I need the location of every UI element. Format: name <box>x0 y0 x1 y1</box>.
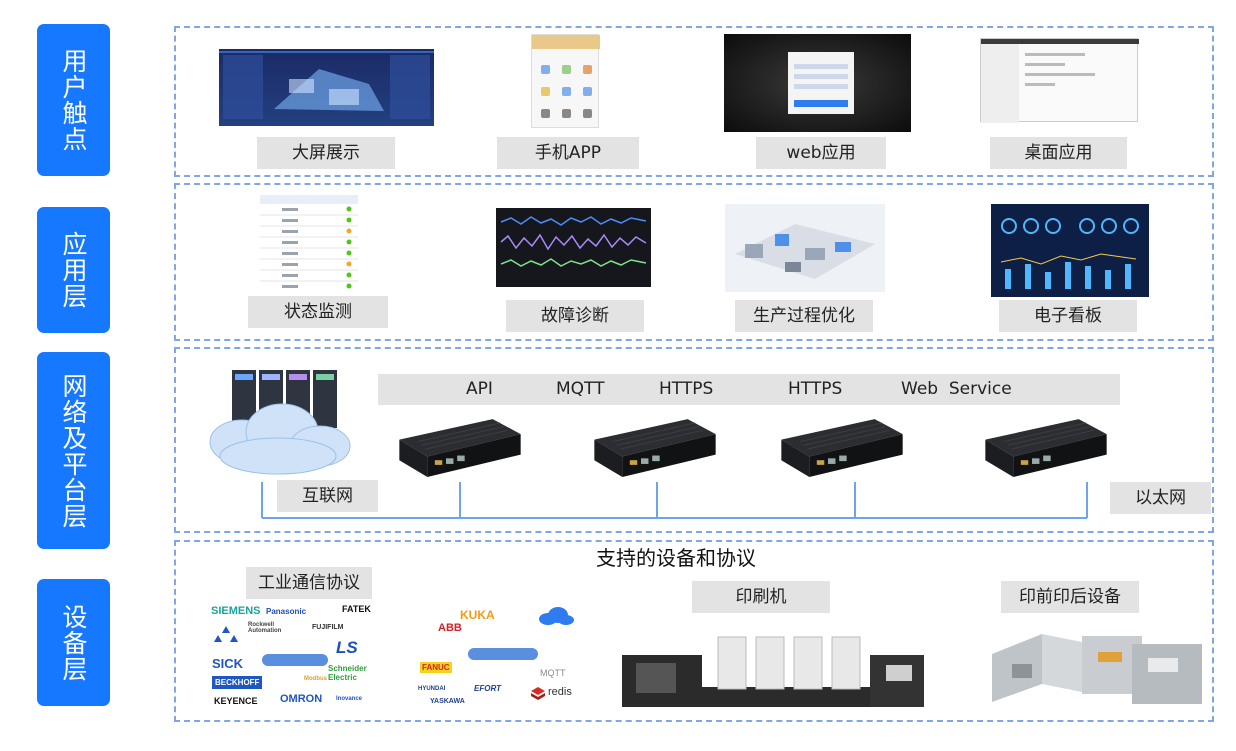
layer-tag-device: 设备层 <box>37 579 110 706</box>
mitsubishi-icon <box>214 626 238 642</box>
prepress-equipment-image <box>982 614 1212 712</box>
logo-fanuc: FANUC <box>420 662 452 673</box>
protocol-web-service: Web Service <box>901 379 1012 399</box>
logo-sick: SICK <box>212 656 244 671</box>
logo-inovance: Inovance <box>336 696 363 702</box>
fault-chart-image <box>496 208 651 287</box>
brand-logos-right: KUKA ABB FANUC HYUNDAI EFORT YASKAWA MQT… <box>412 600 584 712</box>
status-monitor-label: 状态监测 <box>248 296 388 328</box>
brand-logos-left: SIEMENS Panasonic FATEK Rockwell Automat… <box>208 600 380 712</box>
e-board-label: 电子看板 <box>999 300 1137 332</box>
protocol-hub-left <box>262 654 328 666</box>
layer-tag-user: 用户触点 <box>37 24 110 176</box>
protocol-api: API <box>466 379 493 399</box>
mobile-app-image <box>531 34 600 128</box>
bigscreen-label: 大屏展示 <box>257 137 395 169</box>
press-label: 印刷机 <box>692 581 830 613</box>
layer-tag-network: 网络及平台层 <box>37 352 110 549</box>
logo-ls: LS <box>336 638 358 657</box>
mobile-app-label: 手机APP <box>497 137 639 169</box>
edge-gateway-3 <box>780 418 904 478</box>
logo-keyence: KEYENCE <box>214 696 258 706</box>
process-image <box>725 204 885 292</box>
status-table-image <box>260 195 358 291</box>
logo-efort: EFORT <box>474 684 501 693</box>
ethernet-label: 以太网 <box>1110 482 1211 514</box>
logo-panasonic: Panasonic <box>266 607 307 616</box>
app-panel <box>174 183 1214 341</box>
edge-gateway-4 <box>984 418 1108 478</box>
edge-gateway-1 <box>398 418 522 478</box>
layer-tag-app: 应用层 <box>37 207 110 333</box>
edge-gateway-2 <box>593 418 717 478</box>
protocol-https-1: HTTPS <box>659 379 714 399</box>
web-app-image <box>724 34 911 132</box>
logo-kuka: KUKA <box>460 608 495 622</box>
protocol-https-2: HTTPS <box>788 379 843 399</box>
logo-mqtt: MQTT <box>540 668 566 678</box>
logo-rockwell: Rockwell Automation <box>248 622 282 634</box>
logo-abb: ABB <box>438 622 462 634</box>
process-optimize-label: 生产过程优化 <box>735 300 873 332</box>
redis-icon <box>531 687 545 700</box>
printing-press-image <box>622 625 937 713</box>
bigscreen-image <box>219 49 434 126</box>
prepress-label: 印前印后设备 <box>1001 581 1139 613</box>
web-app-label: web应用 <box>756 137 886 169</box>
board-image <box>991 204 1149 297</box>
desktop-app-image <box>980 38 1139 123</box>
protocol-bar: API MQTT HTTPS HTTPS Web Service <box>378 374 1120 405</box>
cloud-server-icon <box>202 364 356 478</box>
protocol-hub-right <box>468 648 538 660</box>
industrial-protocol-label: 工业通信协议 <box>246 567 372 599</box>
desktop-app-label: 桌面应用 <box>990 137 1127 169</box>
logo-schneider: Schneider Electric <box>328 664 367 682</box>
protocol-mqtt: MQTT <box>556 379 605 399</box>
logo-yaskawa: YASKAWA <box>430 698 465 705</box>
fault-diagnosis-label: 故障诊断 <box>506 300 644 332</box>
logo-hyundai: HYUNDAI <box>418 686 446 692</box>
cloud-icon <box>539 607 574 625</box>
logo-beckhoff: BECKHOFF <box>212 676 263 689</box>
logo-redis: redis <box>548 686 572 698</box>
logo-modbus: Modbus <box>304 676 327 682</box>
logo-fatek: FATEK <box>342 604 371 614</box>
internet-label: 互联网 <box>277 480 378 512</box>
user-panel <box>174 26 1214 177</box>
logo-siemens: SIEMENS <box>211 605 261 617</box>
device-panel <box>174 540 1214 722</box>
device-heading: 支持的设备和协议 <box>596 546 756 570</box>
logo-omron: OMRON <box>280 693 323 705</box>
network-panel <box>174 347 1214 533</box>
logo-fujifilm: FUJIFILM <box>312 624 344 631</box>
